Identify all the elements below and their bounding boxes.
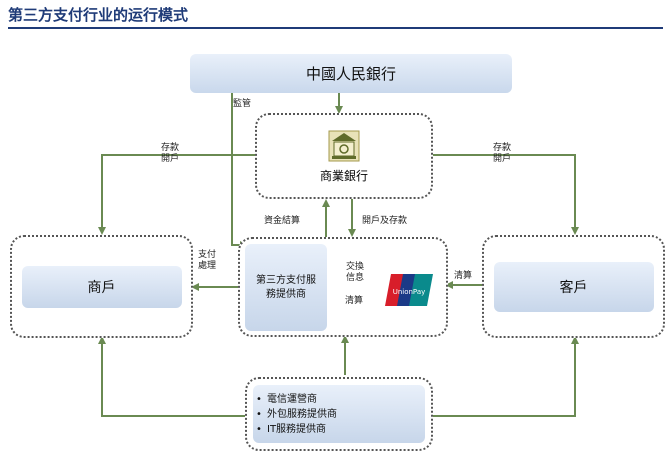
service-providers-inner: 電信運營商 外包服務提供商 IT服務提供商 bbox=[253, 385, 425, 443]
merchant-box: 商戶 bbox=[10, 235, 193, 338]
third-party-inner: 第三方支付服務提供商 bbox=[245, 244, 327, 331]
service-providers-box: 電信運營商 外包服務提供商 IT服務提供商 bbox=[245, 377, 433, 451]
central-bank-box: 中國人民銀行 bbox=[190, 54, 512, 93]
page-title: 第三方支付行业的运行模式 bbox=[8, 6, 189, 24]
label-pay-process: 支付處理 bbox=[197, 250, 216, 271]
service-providers-list: 電信運營商 外包服務提供商 IT服務提供商 bbox=[253, 392, 337, 437]
third-party-label: 第三方支付服務提供商 bbox=[256, 274, 316, 300]
commercial-bank-box: 商業銀行 bbox=[255, 113, 433, 199]
label-clearing-mid: 清算 bbox=[345, 296, 364, 306]
arrow-bank-to-merchant bbox=[98, 154, 255, 235]
label-deposit-open-right: 存款開戶 bbox=[492, 143, 511, 164]
arrow-bank-to-customer bbox=[432, 154, 579, 235]
merchant-label: 商戶 bbox=[87, 279, 116, 296]
label-open-deposit: 開戶及存款 bbox=[362, 216, 408, 226]
label-deposit-open-left: 存款開戶 bbox=[160, 143, 179, 164]
arrow-svc-to-merchant bbox=[98, 336, 245, 417]
commercial-bank-label: 商業銀行 bbox=[319, 168, 368, 183]
label-exchange-info: 交換信息 bbox=[345, 262, 364, 283]
service-item-telecom: 電信運營商 bbox=[256, 392, 337, 407]
customer-label: 客戶 bbox=[559, 279, 588, 296]
arrow-svc-to-customer bbox=[432, 336, 579, 417]
svg-text:UnionPay: UnionPay bbox=[393, 288, 426, 296]
label-fund-settlement: 資金結算 bbox=[264, 216, 301, 226]
customer-inner: 客戶 bbox=[493, 261, 654, 312]
label-clearing-right: 清算 bbox=[454, 271, 473, 281]
label-supervise: 監管 bbox=[233, 99, 252, 109]
bank-building-icon bbox=[328, 130, 360, 161]
customer-box: 客戶 bbox=[482, 235, 665, 338]
arrow-supervise bbox=[231, 92, 248, 249]
merchant-inner: 商戶 bbox=[21, 265, 182, 308]
central-bank-label: 中國人民銀行 bbox=[305, 65, 396, 83]
service-item-it: IT服務提供商 bbox=[256, 422, 337, 437]
service-item-outsourcing: 外包服務提供商 bbox=[256, 407, 337, 422]
unionpay-logo-icon: UnionPay bbox=[385, 274, 433, 306]
title-underline bbox=[8, 27, 663, 29]
